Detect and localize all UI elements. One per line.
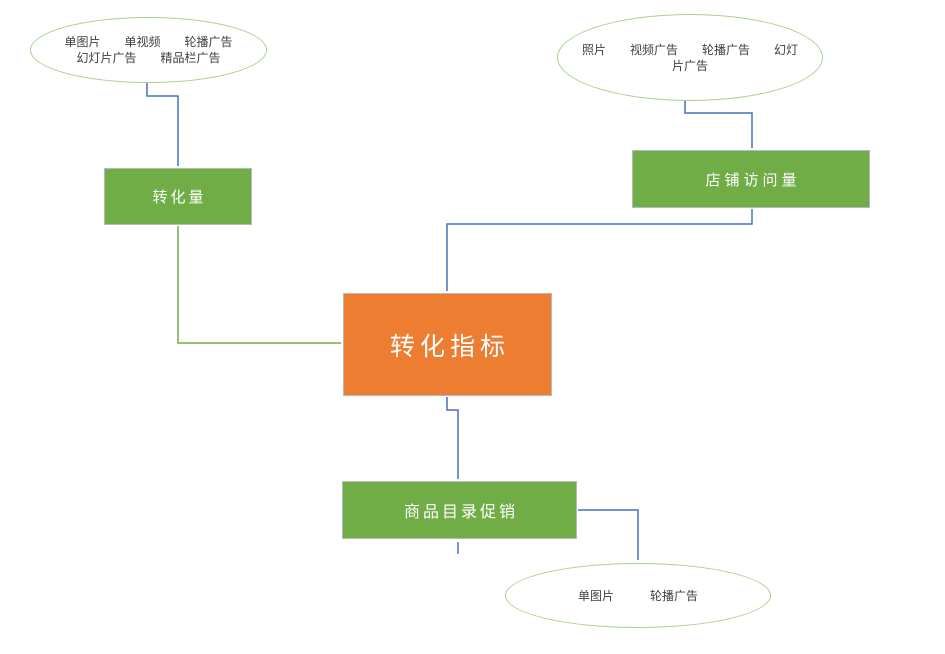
ad-formats-bottom-line1: 单图片 轮播广告 (577, 588, 698, 603)
node-ad-formats-left[interactable]: 单图片 单视频 轮播广告 幻灯片广告 精品栏广告 (30, 17, 267, 83)
catalog-promotion-label: 商品目录促销 (403, 504, 518, 521)
node-catalog-promotion[interactable]: 商品目录促销 (342, 481, 577, 539)
node-conversion-volume[interactable]: 转化量 (104, 168, 252, 225)
connector-adformats-right-to-visits (684, 100, 753, 148)
connector-catalog-to-adformats-bottom (578, 509, 639, 560)
ad-formats-left-line1: 单图片 单视频 轮播广告 (64, 35, 233, 49)
ad-formats-right-line1: 照片 视频广告 轮播广告 幻灯 (581, 42, 798, 57)
store-visits-label: 店铺访问量 (705, 171, 801, 189)
ad-formats-right-line2: 片广告 (671, 58, 708, 73)
node-conversion-metric[interactable]: 转化指标 (343, 293, 552, 396)
node-ad-formats-bottom[interactable]: 单图片 轮播广告 (505, 563, 771, 628)
node-store-visits[interactable]: 店铺访问量 (632, 150, 870, 208)
connector-adformats-left-to-conversion (146, 81, 179, 166)
node-ad-formats-right[interactable]: 照片 视频广告 轮播广告 幻灯 片广告 (557, 14, 823, 101)
connector-visits-to-metric (446, 209, 753, 291)
connector-metric-to-catalog (446, 397, 459, 479)
conversion-volume-label: 转化量 (152, 189, 207, 206)
ad-formats-left-line2: 幻灯片广告 精品栏广告 (76, 51, 221, 65)
connector-conversion-to-metric (177, 226, 341, 344)
conversion-metric-label: 转化指标 (389, 332, 510, 361)
